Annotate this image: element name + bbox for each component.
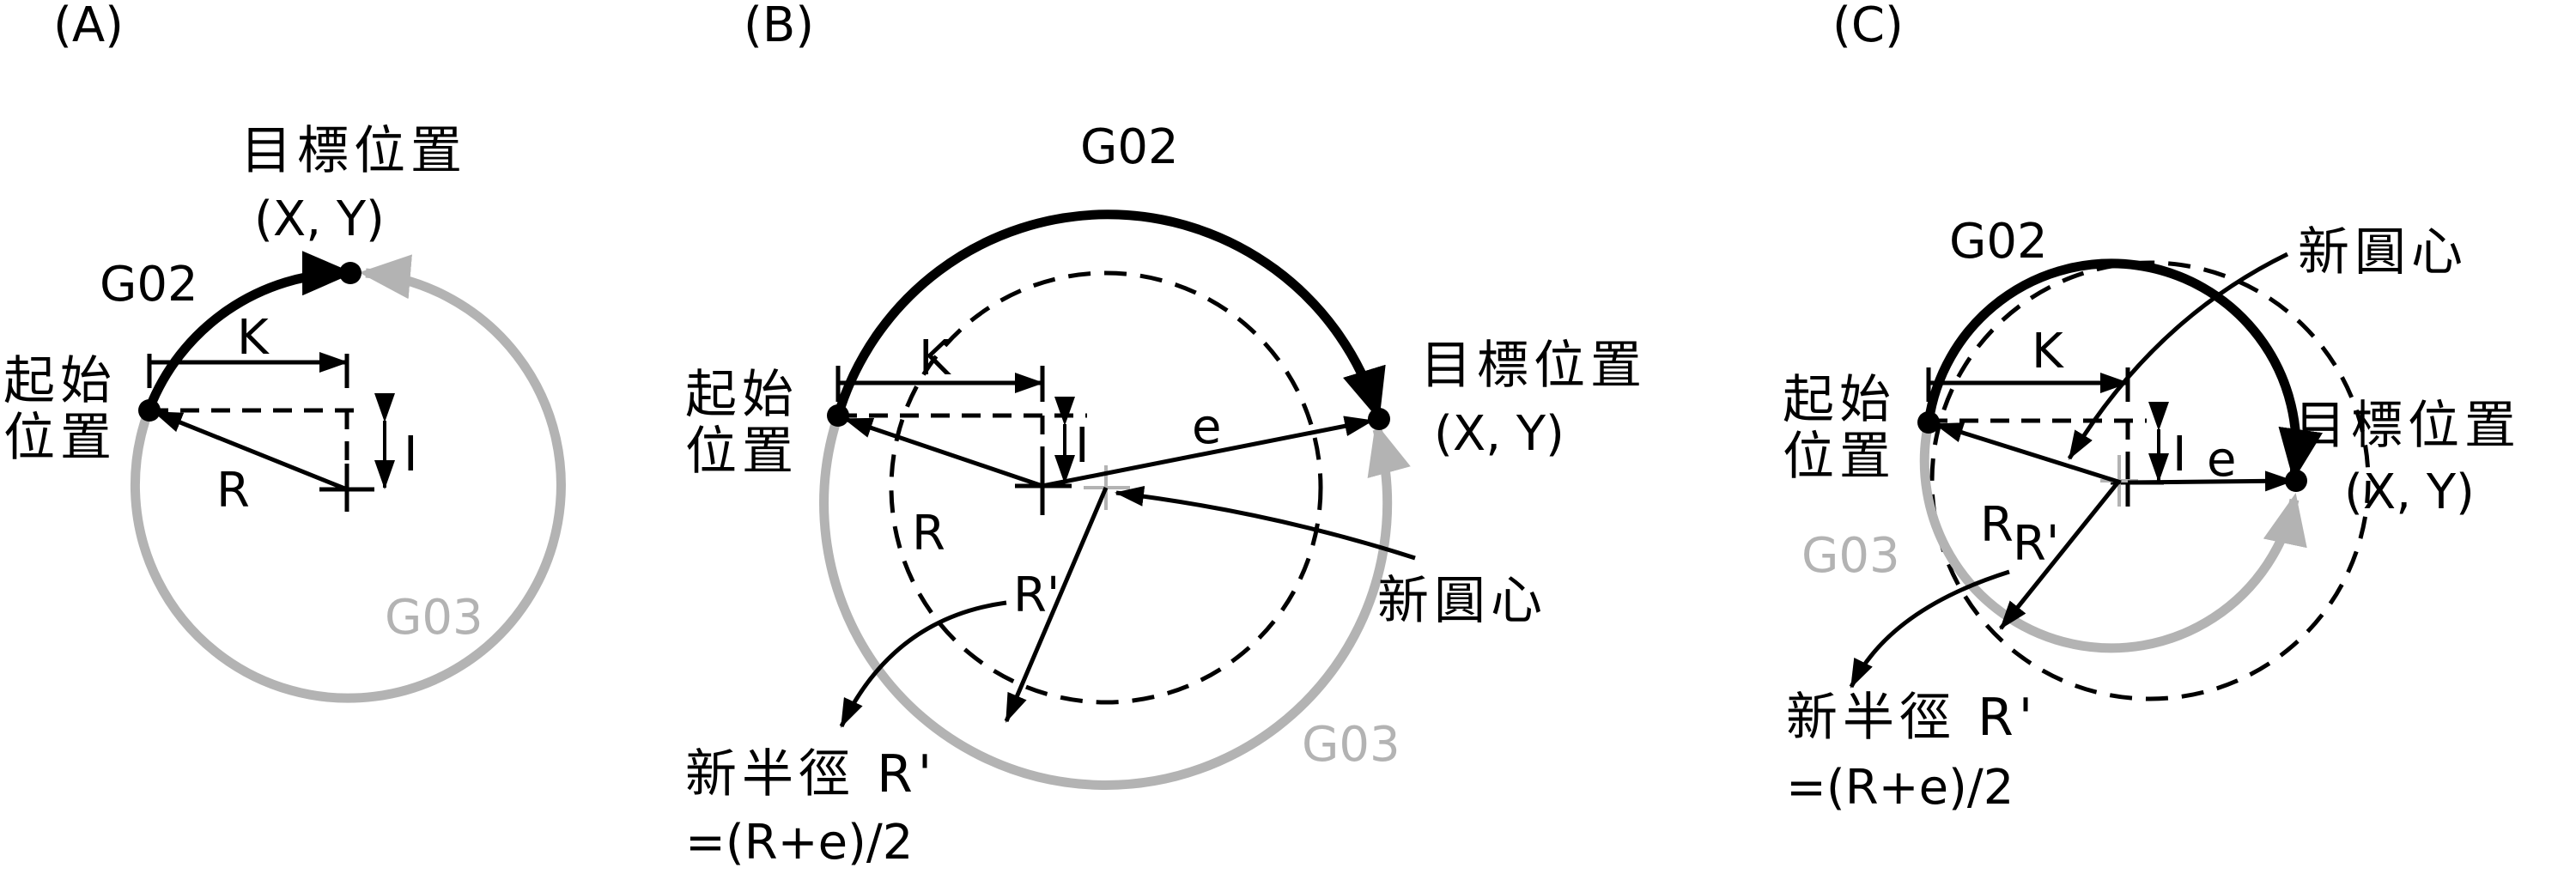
panel-c-new-center-callout (2067, 252, 2289, 460)
panel-c-r-label: R (1980, 497, 2014, 553)
panel-b-target-coords: (X, Y) (1434, 406, 1564, 462)
panel-a-g03-label: G03 (385, 590, 483, 646)
panel-b-k-label: K (919, 331, 951, 386)
panel-b-target-label: 目標位置 (1420, 336, 1647, 396)
panel-b-e-label: e (1192, 399, 1221, 455)
panel-c: (C) G02 (1783, 0, 2521, 816)
panel-b-start-label: 起始 (685, 365, 799, 425)
panel-c-e-arrow (2127, 470, 2294, 492)
panel-a-target-label: 目標位置 (240, 121, 467, 181)
panel-b-target-point (1368, 408, 1390, 430)
panel-c-k-label: K (2032, 324, 2064, 379)
panel-b-e-arrow (1042, 416, 1374, 489)
panel-c-i-label: I (2172, 427, 2187, 483)
panel-a-start-point (138, 399, 161, 422)
panel-a-target-coords: (X, Y) (254, 191, 385, 247)
panel-a-label: (A) (53, 0, 124, 53)
panel-c-target-point (2285, 470, 2307, 492)
panel-b-new-circle (889, 270, 1323, 705)
panel-c-label: (C) (1832, 0, 1904, 53)
panel-b-i-label: I (1075, 418, 1090, 474)
panel-b-g02-arc (833, 209, 1386, 421)
panel-a: (A) 目標位置 (X, Y) G02 K 起始 位置 I R G03 (3, 0, 566, 703)
panel-c-start-label-2: 位置 (1783, 427, 1896, 487)
panel-c-target-coords: (X, Y) (2344, 464, 2475, 520)
panel-a-g02-label: G02 (100, 257, 198, 313)
panel-c-new-radius-callout (1849, 569, 2010, 689)
panel-b-start-label-2: 位置 (685, 422, 799, 482)
panel-b-label: (B) (744, 0, 814, 53)
panel-b-r-prime-arrow (1004, 487, 1109, 723)
panel-c-new-radius-label: 新半徑 R' (1786, 688, 2038, 748)
panel-a-g03-arc (130, 254, 566, 703)
panel-b-r-arrow (843, 416, 1043, 489)
panel-c-g03-arc (1919, 421, 2307, 653)
panel-b-new-center-callout (1115, 485, 1416, 561)
panel-b-start-point (827, 404, 849, 427)
panel-c-e-label: e (2207, 432, 2236, 488)
panel-c-r-prime-arrow (1999, 479, 2121, 630)
panel-b-new-radius-label: 新半徑 R' (685, 744, 937, 804)
panel-c-start-label: 起始 (1783, 370, 1896, 430)
panel-a-r-label: R (216, 463, 250, 519)
panel-b-g02-label: G02 (1080, 119, 1179, 175)
panel-b: (B) G02 (685, 0, 1647, 871)
panel-c-g02-label: G02 (1949, 214, 2048, 270)
panel-b-g03-label: G03 (1302, 717, 1400, 773)
panel-a-i-label: I (404, 427, 418, 483)
panel-a-target-point (339, 262, 361, 284)
panel-a-start-label-2: 位置 (3, 408, 117, 468)
panel-b-new-radius-formula: =(R+e)/2 (685, 815, 913, 871)
panel-c-r-arrow (1934, 422, 2122, 485)
panel-b-g03-arc (819, 414, 1411, 790)
panel-c-new-circle (1929, 260, 2371, 701)
panel-c-r-prime-label: R' (2013, 516, 2059, 572)
panel-c-target-label: 目標位置 (2294, 396, 2521, 456)
panel-c-new-radius-formula: =(R+e)/2 (1786, 760, 2014, 816)
panel-c-new-center-label: 新圓心 (2298, 222, 2468, 282)
panel-b-new-center-label: 新圓心 (1377, 571, 1547, 631)
panel-a-k-label: K (237, 310, 270, 366)
panel-a-g02-arc (144, 251, 354, 410)
panel-b-new-radius-callout (839, 600, 1007, 728)
panel-a-start-label: 起始 (3, 351, 117, 411)
panel-c-start-point (1917, 411, 1940, 434)
panel-c-g02-arc (1923, 258, 2323, 481)
panel-c-g03-label: G03 (1801, 528, 1900, 584)
panel-a-r-arrow (153, 410, 348, 492)
panel-b-r-prime-label: R' (1013, 567, 1060, 623)
panel-b-r-label: R (912, 506, 945, 561)
